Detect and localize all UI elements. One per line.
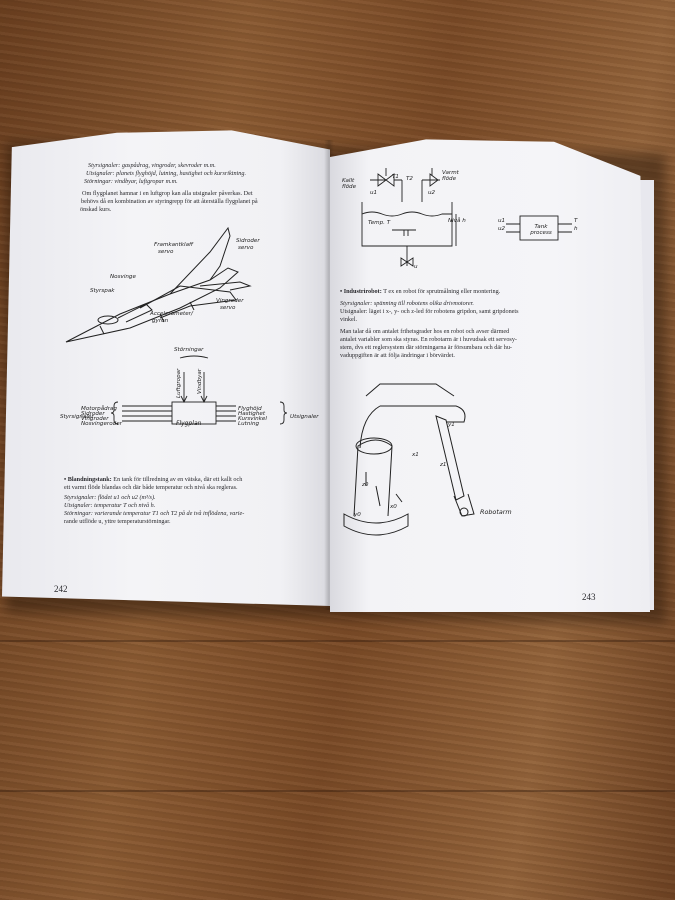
robot-axis-label: x1: [412, 452, 419, 458]
paragraph-line: behövs då en kombination av styringrepp …: [81, 198, 258, 205]
block-disturbance: Luftgropar: [176, 368, 182, 398]
block-input: Sidroder: [81, 411, 105, 417]
tank-ut: Utsignaler: temperatur T och nivå h.: [64, 502, 156, 509]
robot-heading-line: • Industrirobot: T ex en robot för sprut…: [340, 288, 501, 295]
tank-label: u: [414, 264, 418, 270]
jet-label: Sidroder: [236, 238, 260, 244]
robot-caption: Robotarm: [480, 508, 512, 516]
robot-para-line: vaduppgiften är att följa ändringar i bö…: [340, 352, 455, 359]
robot-axis-label: y0: [354, 512, 361, 518]
robot-ut: vinkel.: [340, 316, 358, 323]
jet-label: Vingroder: [216, 298, 244, 304]
block-input: Nosvingeroder: [81, 421, 122, 427]
robot-para-line: Man talar då om antalet frihetsgrader ho…: [340, 328, 510, 335]
tank-label: u2: [428, 190, 436, 196]
robot-ut: Utsignaler: läget i x-, y- och z-led för…: [340, 308, 519, 315]
block-output: Lutning: [238, 421, 260, 427]
jet-label: Styrspak: [90, 288, 115, 294]
jet-label: servo: [238, 245, 254, 251]
paragraph-line: Om flygplanet hamnar i en luftgrop kan a…: [82, 190, 253, 197]
process-output: h: [574, 226, 578, 232]
intro-line: Styrsignaler: gaspådrag, vingroder, skev…: [88, 162, 216, 169]
robot-styr: Styrsignaler: spänning till robotens oli…: [340, 300, 474, 307]
robot-para-line: stem, dvs ett reglersystem där störninga…: [340, 344, 512, 351]
jet-label: Framkantklaff: [154, 242, 194, 248]
tank-label: Kallt: [342, 178, 355, 184]
process-input: u1: [498, 218, 506, 224]
tank-label: flöde: [442, 176, 457, 182]
block-group-label: Styrsignaler: [60, 414, 94, 420]
tank-label: flöde: [342, 184, 357, 190]
tank-label: Varmt: [442, 170, 459, 176]
tank-stor: rande utflöde u, yttre temperaturstörnin…: [64, 518, 171, 525]
block-output: Kursvinkel: [238, 416, 267, 422]
block-box-label: Flygplan: [176, 420, 202, 427]
block-output: Flyghöjd: [238, 406, 262, 412]
jet-label: servo: [220, 305, 236, 311]
robot-para-line: antalet variabler som ska styras. En rob…: [340, 336, 517, 343]
block-input: Vingroder: [81, 416, 109, 422]
jet-label: gyron: [152, 318, 169, 324]
intro-line: Störningar: vindbyar, luftgropar m.m.: [84, 178, 178, 185]
robot-axis-label: x0: [390, 504, 397, 510]
robot-axis-label: z0: [362, 482, 369, 488]
left-page: Styrsignaler: gaspådrag, vingroder, skev…: [2, 130, 330, 606]
robot-axis-label: z1: [440, 462, 447, 468]
robot-arm-illustration: [343, 383, 475, 536]
intro-line: Utsignaler: planets flyghöjd, lutning, h…: [86, 170, 247, 177]
block-input: Motorpådrag: [81, 406, 117, 412]
tank-label: Nivå h: [448, 218, 466, 224]
jet-illustration: [65, 226, 252, 343]
process-box-label: Tank process: [530, 224, 552, 236]
book-gutter: [324, 140, 334, 610]
block-disturbance: Vindbyar: [197, 368, 203, 394]
right-page: Kallt flöde Varmt flöde T1 T2 u1 u2 Temp…: [330, 139, 650, 612]
tank-label: Temp. T: [368, 220, 391, 226]
robot-axis-label: y1: [448, 422, 455, 428]
page-number: 242: [54, 584, 68, 594]
flygplan-block-diagram: [110, 355, 288, 425]
plank-seam: [0, 790, 675, 792]
block-title: Störningar: [174, 347, 204, 353]
tank-label: T1: [392, 174, 399, 180]
block-group-label: Utsignaler: [290, 414, 319, 420]
block-output: Hastighet: [238, 411, 266, 417]
tank-heading-line: • Blandningstank: En tank för tillrednin…: [64, 476, 243, 483]
tank-diagram: [361, 168, 457, 267]
plank-seam: [0, 640, 675, 642]
tank-process-block: [506, 215, 572, 241]
paragraph-line: önskad kurs.: [80, 206, 112, 213]
jet-label: Nosvinge: [110, 274, 136, 280]
tank-line: ett varmt flöde blandas och där både tem…: [64, 484, 238, 491]
tank-stor: Störningar: varierande temperatur T1 och…: [64, 510, 245, 517]
process-input: u2: [498, 226, 506, 232]
jet-label: Accelerometer/: [150, 311, 193, 317]
tank-label: u1: [370, 190, 378, 196]
jet-label: servo: [158, 249, 174, 255]
process-output: T: [574, 218, 578, 224]
page-number: 243: [582, 592, 596, 602]
tank-styr: Styrsignaler: flödet u1 och u2 (m³/s).: [64, 494, 156, 501]
tank-label: T2: [406, 176, 413, 182]
